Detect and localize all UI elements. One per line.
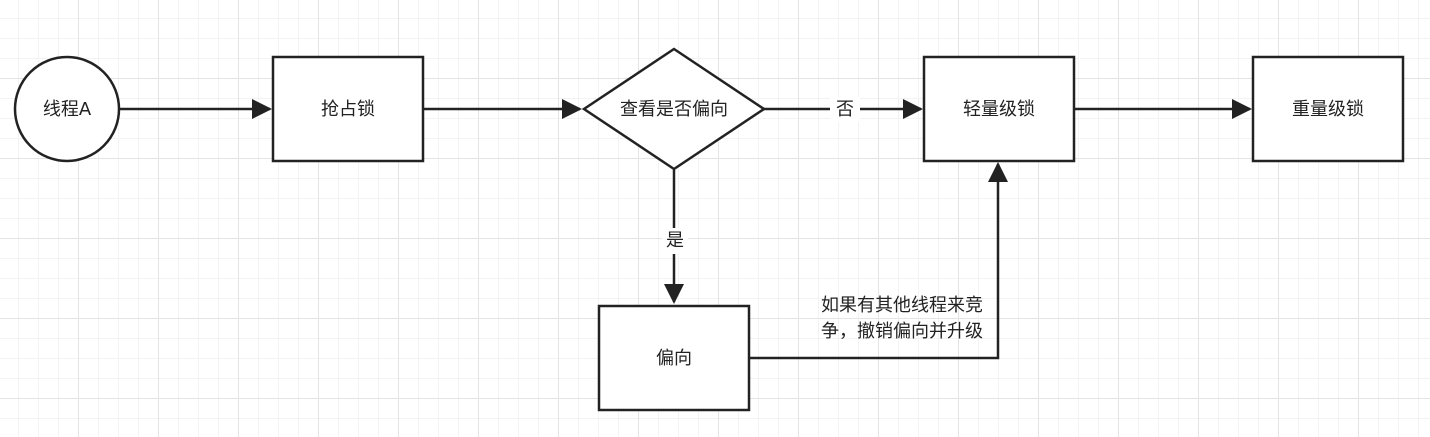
check-biased-label: 查看是否偏向 — [620, 99, 728, 120]
node-check-biased[interactable]: 查看是否偏向 — [581, 47, 767, 171]
check-biased-diamond — [581, 47, 767, 171]
yes-label: 是 — [666, 230, 684, 251]
no-label: 否 — [836, 99, 854, 120]
node-start[interactable]: 线程A — [13, 55, 121, 163]
node-heavyweight[interactable]: 重量级锁 — [1251, 55, 1405, 163]
no-label-bg — [830, 97, 860, 122]
lightweight-box — [922, 55, 1076, 163]
heavyweight-label: 重量级锁 — [1292, 99, 1364, 120]
start-circle — [13, 55, 121, 163]
heavyweight-box — [1251, 55, 1405, 163]
node-grab-lock[interactable]: 抢占锁 — [271, 55, 425, 163]
node-biased[interactable]: 偏向 — [597, 304, 751, 412]
node-lightweight[interactable]: 轻量级锁 — [922, 55, 1076, 163]
contention-label-line2: 争，撤销偏向并升级 — [821, 321, 983, 342]
lightweight-label: 轻量级锁 — [963, 99, 1035, 120]
edge-biased-to-lightweight[interactable] — [749, 162, 1008, 360]
contention-label-line1: 如果有其他线程来竞 — [821, 295, 983, 316]
biased-box — [597, 304, 751, 412]
yes-label-bg — [662, 228, 688, 254]
biased-label: 偏向 — [656, 348, 692, 369]
grab-lock-label: 抢占锁 — [321, 99, 375, 120]
start-label: 线程A — [43, 99, 92, 120]
grab-lock-box — [271, 55, 425, 163]
